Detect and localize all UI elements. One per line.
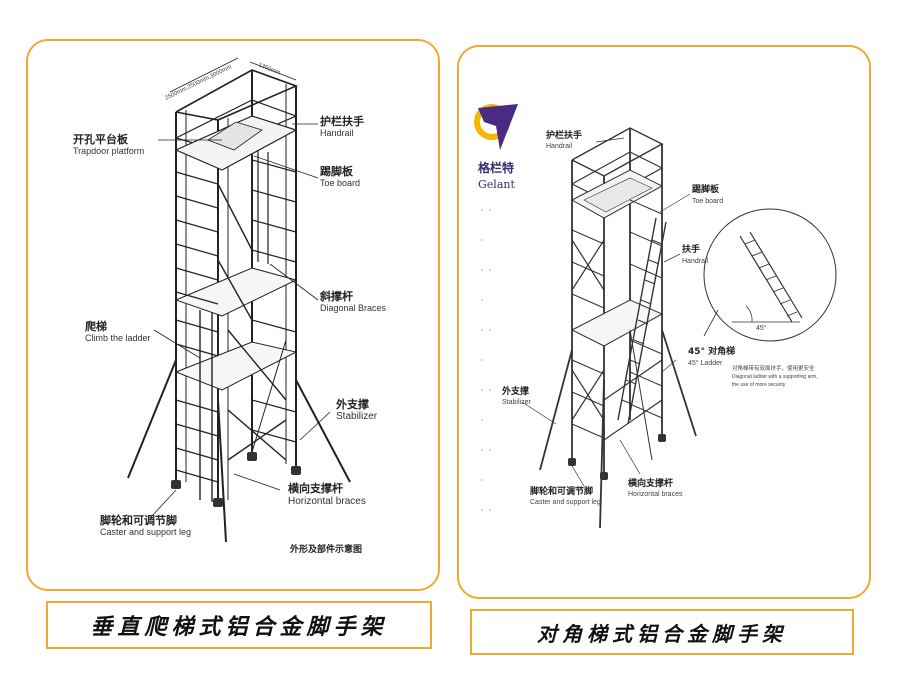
left-scaffold-drawing <box>127 57 351 543</box>
r-ladder-label-zh: 45° 对角梯 <box>688 345 735 357</box>
horizontal-label-en: Horizontal braces <box>288 496 366 507</box>
r-handrail-label-en: Handrail <box>546 143 573 150</box>
stabilizer-label-zh: 外支撑 <box>335 397 369 411</box>
r-toeboard-label-en: Toe board <box>692 198 723 205</box>
right-panel <box>457 45 871 599</box>
r-ladder-label-en: 45° Ladder <box>688 359 723 367</box>
r-caster-label-zh: 脚轮和可调节脚 <box>530 485 593 497</box>
caption-diagonal-ladder-scaffold: 对角梯式铝合金脚手架 <box>470 609 854 655</box>
dimension-side: 1350mm <box>257 62 281 76</box>
handrail-label-en: Handrail <box>320 128 354 138</box>
caster-label-en: Caster and support leg <box>100 527 191 537</box>
gelant-logo <box>474 104 518 150</box>
dimension-top: 2500mm,2500mm,3000mm <box>164 64 233 102</box>
right-scaffold-drawing <box>521 127 837 529</box>
stabilizer-label-en: Stabilizer <box>336 411 378 422</box>
trapdoor-label-zh: 开孔平台板 <box>73 132 129 146</box>
climb-label-zh: 爬梯 <box>85 319 107 333</box>
handrail-label-zh: 护栏扶手 <box>320 114 364 128</box>
r-stabilizer-label-zh: 外支撑 <box>501 385 529 397</box>
climb-label-en: Climb the ladder <box>85 333 151 343</box>
r-rail-label-zh: 扶手 <box>682 243 700 255</box>
diagonal-label-en: Diagonal Braces <box>320 303 387 313</box>
logo-english: Gelant <box>478 178 515 191</box>
r-rail-label-en: Handrail <box>682 258 709 265</box>
caster-label-zh: 脚轮和可调节脚 <box>100 513 177 527</box>
caption-vertical-ladder-scaffold: 垂直爬梯式铝合金脚手架 <box>46 601 432 649</box>
toeboard-label-en: Toe board <box>320 178 360 188</box>
toeboard-label-zh: 踢脚板 <box>320 164 354 178</box>
r-angle-label: 45° <box>756 324 767 332</box>
trapdoor-label-en: Trapdoor platform <box>73 146 144 156</box>
left-footer-note: 外形及部件示意图 <box>289 543 362 555</box>
r-handrail-label-zh: 护栏扶手 <box>546 129 582 141</box>
r-note-en2: the use of more security <box>732 382 786 388</box>
r-toeboard-label-zh: 踢脚板 <box>692 183 720 195</box>
r-caster-label-en: Caster and support leg <box>530 499 601 506</box>
r-note-en1: Diagonal ladder with a supporting arm, <box>732 374 818 380</box>
dotted-guides <box>481 209 491 511</box>
logo-chinese: 格栏特 <box>478 160 514 175</box>
r-stabilizer-label-en: Stabilizer <box>502 399 531 406</box>
diagonal-label-zh: 斜撑杆 <box>319 289 353 303</box>
r-note-zh: 对角梯带有双面扶手，使用更安全 <box>732 364 815 372</box>
r-horizontal-label-zh: 横向支撑杆 <box>628 477 673 489</box>
horizontal-label-zh: 横向支撑杆 <box>288 481 343 495</box>
r-horizontal-label-en: Horizontal braces <box>628 491 683 498</box>
